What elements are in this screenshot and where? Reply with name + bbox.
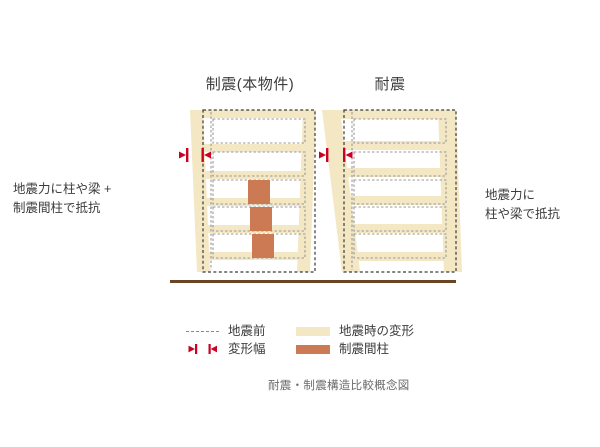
diagram-caption: 耐震・制震構造比較概念図: [268, 380, 410, 392]
building-title-seismic-control: 制震(本物件): [205, 76, 295, 93]
legend: 地震前 地震時の変形 変形幅 制震間柱: [186, 322, 426, 362]
damper-columns-left: [248, 180, 274, 258]
legend-damper-swatch-icon: [296, 345, 330, 354]
building-title-earthquake-resistant: 耐震: [374, 76, 406, 93]
deformation-width-arrows-left: [179, 148, 211, 162]
ground-line: [170, 280, 456, 283]
legend-arrows-icon: [186, 342, 220, 356]
side-caption-right-line-2: 柱や梁で抵抗: [485, 207, 561, 221]
building-figure-earthquake-resistant: [310, 100, 462, 285]
legend-label-deformation-width: 変形幅: [228, 342, 266, 356]
legend-deformation-swatch-icon: [296, 327, 330, 336]
side-caption-left: 地震力に柱や梁 + 制震間柱で抵抗: [13, 180, 111, 218]
legend-label-deformation: 地震時の変形: [339, 324, 415, 338]
deformation-width-arrows-right: [319, 148, 353, 162]
side-caption-left-line-1: 地震力に柱や梁 +: [13, 182, 112, 196]
pre-earthquake-outline-left: [202, 109, 316, 273]
side-caption-right: 地震力に 柱や梁で抵抗: [485, 186, 560, 224]
deformation-shape-right: [322, 110, 462, 272]
legend-dashed-line-icon: [186, 331, 219, 332]
pre-earthquake-outline-right: [343, 109, 457, 273]
side-caption-right-line-1: 地震力に: [485, 188, 536, 202]
building-figure-seismic-control: [170, 100, 320, 285]
side-caption-left-line-2: 制震間柱で抵抗: [13, 201, 101, 215]
pre-earthquake-floors-right: [353, 118, 447, 259]
legend-label-damper-column: 制震間柱: [339, 342, 390, 356]
legend-label-pre-earthquake: 地震前: [228, 324, 266, 338]
